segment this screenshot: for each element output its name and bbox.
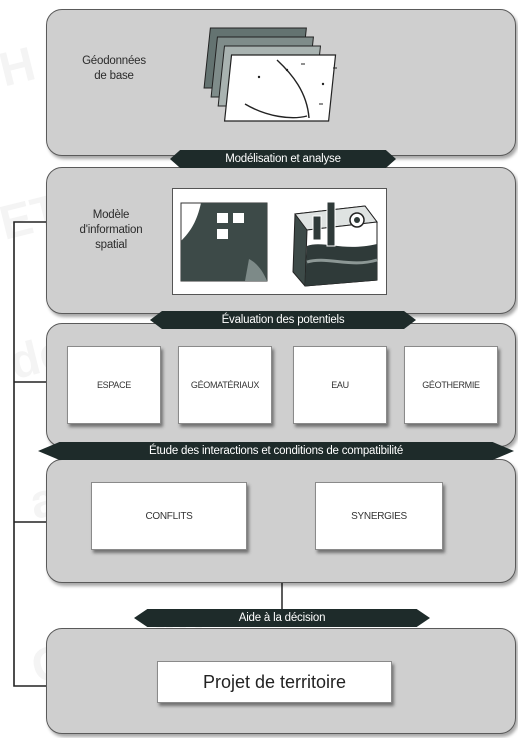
- synergies-box: SYNERGIES: [315, 482, 443, 550]
- potentiel-box-eau: EAU: [293, 346, 387, 424]
- conflits-box: CONFLITS: [91, 482, 247, 550]
- potentiel-label: EAU: [331, 380, 349, 390]
- interaction-label: CONFLITS: [145, 510, 193, 522]
- panel-projet: Projet de territoire: [46, 628, 516, 734]
- panel-modele-information: Modèle d'information spatial: [46, 167, 516, 314]
- modele-label: Modèle d'information spatial: [61, 208, 161, 253]
- panel-geodonnees: Géodonnées de base: [46, 9, 516, 156]
- geodonnees-label-line1: Géodonnées: [82, 55, 146, 67]
- feedback-bracket-line: [13, 221, 46, 687]
- banner-etude: Étude des interactions et conditions de …: [38, 442, 514, 460]
- modele-label-line3: spatial: [95, 239, 127, 251]
- potentiel-label: ESPACE: [96, 380, 132, 390]
- potentiel-label: GÉOTHERMIE: [422, 380, 480, 390]
- model-2d-icon: [180, 202, 268, 282]
- model-3d-block-icon: [292, 201, 378, 287]
- potentiel-box-espace: ESPACE: [67, 346, 161, 424]
- banner-evaluation: Évaluation des potentiels: [150, 311, 416, 329]
- interaction-label: SYNERGIES: [351, 510, 407, 522]
- banner-aide: Aide à la décision: [134, 609, 430, 627]
- banner-modelisation: Modélisation et analyse: [170, 150, 396, 168]
- geodonnees-label-line2: de base: [94, 70, 134, 82]
- panel-potentiels: ESPACE GÉOMATÉRIAUX EAU GÉOTHERMIE: [46, 323, 516, 447]
- potentiel-label: GÉOMATÉRIAUX: [190, 380, 260, 390]
- modele-label-line1: Modèle: [92, 209, 130, 221]
- modele-label-line2: d'information: [79, 224, 143, 236]
- geodonnees-label: Géodonnées de base: [69, 54, 159, 84]
- projet-territoire-box: Projet de territoire: [157, 661, 392, 703]
- potentiel-box-geothermie: GÉOTHERMIE: [404, 346, 498, 424]
- panel-interactions: CONFLITS SYNERGIES: [46, 459, 516, 583]
- map-contours: [244, 59, 337, 119]
- projet-title: Projet de territoire: [202, 671, 347, 692]
- model-illustration-frame: [172, 188, 387, 295]
- potentiel-box-geomateriaux: GÉOMATÉRIAUX: [178, 346, 272, 424]
- layer-stack-illustration: [203, 27, 337, 122]
- layer-sheet: [203, 27, 337, 122]
